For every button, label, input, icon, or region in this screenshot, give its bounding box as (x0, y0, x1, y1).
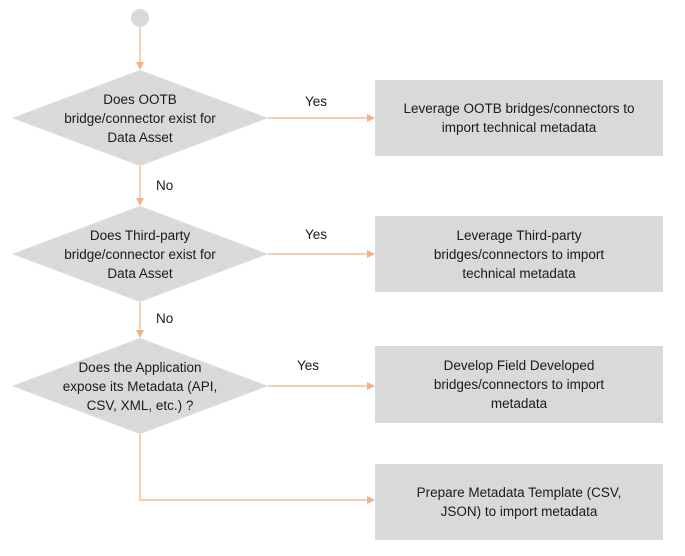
decision-application-line-1: Does the Application (78, 359, 202, 375)
edge-label-ootb-yes: Yes (305, 94, 328, 109)
action-ootb-line-2: import technical metadata (441, 120, 597, 135)
edge-label-ootb-no: No (156, 178, 174, 193)
decision-application-line-2: expose its Metadata (API, (62, 378, 218, 394)
connector-application-no (139, 434, 375, 504)
action-box-ootb: Leverage OOTB bridges/connectors to impo… (375, 80, 663, 156)
action-box-template: Prepare Metadata Template (CSV, JSON) to… (375, 464, 663, 540)
decision-application-line-3: CSV, XML, etc.) ? (86, 397, 194, 413)
start-node (131, 9, 149, 27)
decision-diamond-application (12, 338, 268, 434)
action-ootb-line-1: Leverage OOTB bridges/connectors to (403, 101, 635, 116)
action-field-developed-line-1: Develop Field Developed (443, 358, 595, 373)
edge-label-application-yes: Yes (297, 358, 320, 373)
decision-diamond-third-party (12, 206, 268, 302)
action-field-developed-line-3: metadata (490, 396, 548, 411)
decision-third-party-line-3: Data Asset (107, 265, 173, 281)
action-template-line-1: Prepare Metadata Template (CSV, (416, 485, 622, 500)
action-third-party-line-1: Leverage Third-party (456, 227, 582, 243)
decision-ootb-line-3: Data Asset (107, 129, 173, 145)
action-box-field-developed: Develop Field Developed bridges/connecto… (375, 346, 663, 423)
action-box-third-party: Leverage Third-party bridges/connectors … (375, 216, 663, 292)
decision-third-party-line-1: Does Third-party (89, 227, 191, 243)
action-template-line-2: JSON) to import metadata (440, 504, 598, 519)
action-third-party-line-3: technical metadata (462, 265, 576, 281)
action-field-developed-line-2: bridges/connectors to import (433, 377, 605, 392)
decision-ootb-line-2: bridge/connector exist for (64, 110, 216, 126)
decision-ootb-line-1: Does OOTB (103, 91, 177, 107)
edge-label-third-party-no: No (156, 311, 174, 326)
action-third-party-line-2: bridges/connectors to import (433, 246, 605, 262)
decision-third-party-text: Does Third-party bridge/connector exist … (40, 220, 240, 288)
decision-ootb-text: Does OOTB bridge/connector exist for Dat… (40, 84, 240, 152)
edge-label-third-party-yes: Yes (305, 227, 328, 242)
decision-application-text: Does the Application expose its Metadata… (40, 352, 240, 420)
decision-third-party-line-2: bridge/connector exist for (64, 246, 216, 262)
decision-diamond-ootb (12, 70, 268, 166)
